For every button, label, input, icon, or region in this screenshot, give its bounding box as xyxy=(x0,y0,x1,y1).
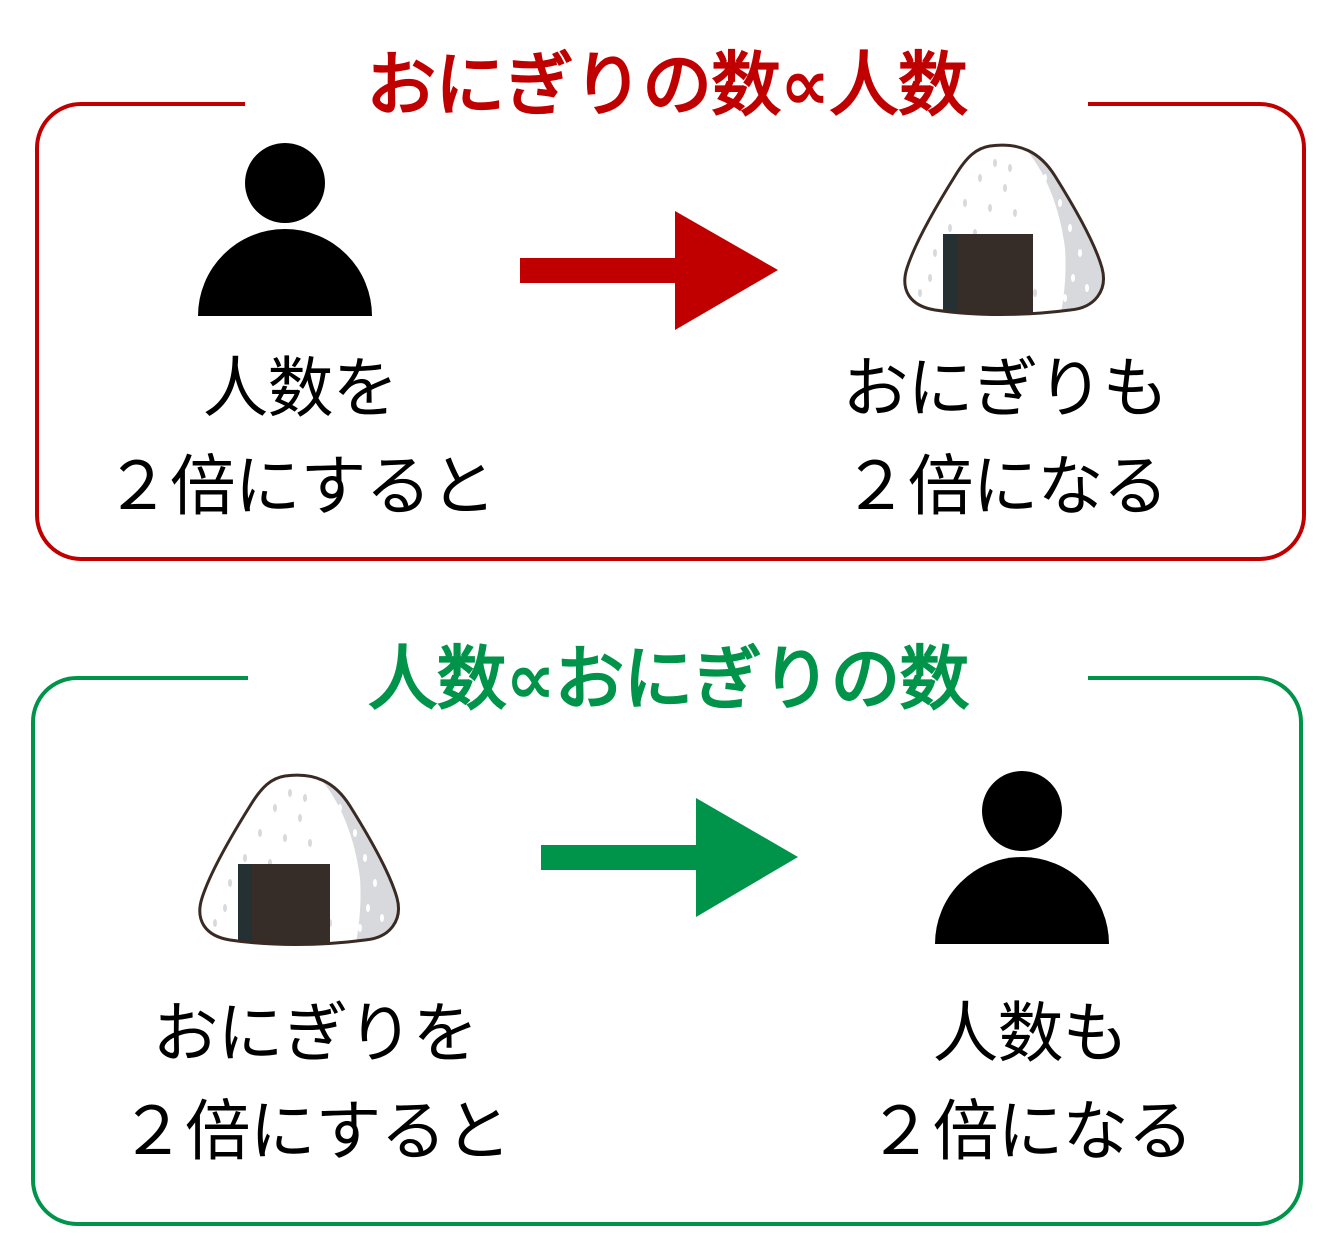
person-icon xyxy=(935,771,1109,944)
caption-line1: おにぎりも xyxy=(842,350,1169,427)
caption-people-double: 人数も ２倍になる xyxy=(830,985,1230,1181)
caption-line2: ２倍にすると xyxy=(104,448,497,525)
panel-title-red: おにぎりの数∝人数 xyxy=(245,40,1088,130)
right-arrow-icon xyxy=(541,798,798,917)
caption-line1: 人数を xyxy=(202,350,399,427)
caption-line2: ２倍になる xyxy=(842,448,1169,525)
caption-line2: ２倍になる xyxy=(867,1093,1194,1170)
caption-people-double: 人数を ２倍にすると xyxy=(60,340,540,536)
caption-onigiri-double: おにぎりも ２倍になる xyxy=(795,340,1215,536)
caption-line2: ２倍にすると xyxy=(119,1093,512,1170)
onigiri-icon xyxy=(198,773,400,946)
panel-title-green: 人数∝おにぎりの数 xyxy=(248,634,1088,724)
right-arrow-icon xyxy=(520,211,778,330)
person-icon xyxy=(198,143,372,316)
caption-line1: おにぎりを xyxy=(152,995,479,1072)
onigiri-icon xyxy=(903,143,1105,316)
caption-line1: 人数も xyxy=(932,995,1129,1072)
caption-onigiri-double: おにぎりを ２倍にすると xyxy=(75,985,555,1181)
